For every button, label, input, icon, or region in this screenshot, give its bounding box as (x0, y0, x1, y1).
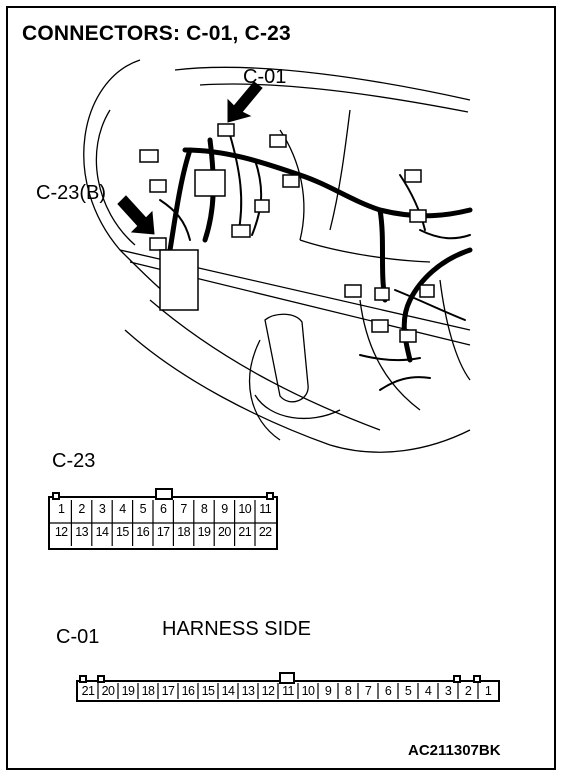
c01-pin: 7 (364, 684, 372, 698)
c01-pin: 6 (384, 684, 392, 698)
c01-pin: 15 (201, 684, 215, 698)
c01-pin: 8 (344, 684, 352, 698)
c01-pin: 14 (221, 684, 235, 698)
harness-side-label: HARNESS SIDE (162, 618, 311, 640)
diagram-frame (6, 6, 556, 770)
callout-c23b-label: C-23(B) (36, 182, 107, 204)
c01-pin: 19 (121, 684, 135, 698)
c23-pin: 19 (197, 525, 211, 539)
c01-pin: 10 (301, 684, 315, 698)
c01-connector-label: C-01 (56, 626, 100, 648)
c01-pin: 16 (181, 684, 195, 698)
c23-pin: 6 (160, 502, 167, 516)
c23-pin: 20 (218, 525, 231, 539)
c23-pin: 15 (116, 525, 129, 539)
c23-pin: 18 (177, 525, 190, 539)
c23-pin: 13 (75, 525, 88, 539)
c23-pin: 21 (238, 525, 252, 539)
c23-pin: 16 (136, 525, 150, 539)
c01-pin: 21 (81, 684, 95, 698)
c01-pin: 4 (424, 684, 432, 698)
c23-pin: 4 (119, 502, 126, 516)
c23-pin: 12 (54, 525, 68, 539)
c23-pin: 8 (200, 502, 208, 516)
c23-pin: 14 (95, 525, 109, 539)
c01-pin: 5 (404, 684, 412, 698)
c23-pin: 9 (221, 502, 228, 516)
c01-pin: 13 (241, 684, 255, 698)
callout-c01-label: C-01 (243, 66, 287, 88)
c01-pin: 3 (444, 684, 452, 698)
c23-pin: 17 (156, 525, 170, 539)
c23-pin: 1 (58, 502, 65, 516)
figure-code: AC211307BK (408, 742, 501, 759)
c01-pin: 1 (484, 684, 492, 698)
c23-pin: 3 (98, 502, 106, 516)
c23-pin: 7 (180, 502, 187, 516)
diagram-title: CONNECTORS: C-01, C-23 (22, 22, 291, 45)
c01-pin: 12 (261, 684, 275, 698)
c01-pin: 11 (282, 684, 294, 698)
c23-pin: 11 (259, 502, 272, 516)
c23-pin: 5 (139, 502, 147, 516)
c01-pin: 2 (464, 684, 472, 698)
c01-pin: 9 (324, 684, 332, 698)
c23-pin: 2 (78, 502, 85, 516)
c01-pin: 17 (161, 684, 175, 698)
c23-pin: 22 (258, 525, 272, 539)
c23-connector-label: C-23 (52, 450, 96, 472)
c23-pin: 10 (238, 502, 252, 516)
c01-pin: 18 (141, 684, 155, 698)
c01-pin: 20 (101, 684, 115, 698)
